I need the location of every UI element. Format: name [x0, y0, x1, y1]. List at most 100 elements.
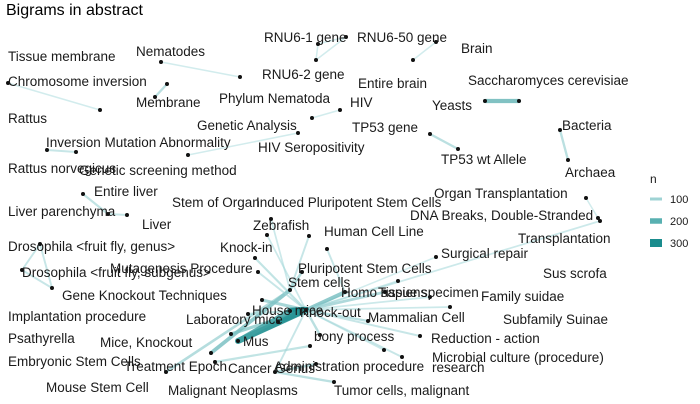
edge-32 [304, 290, 387, 312]
node-label-0: RNU6-1 gene [264, 30, 347, 45]
edge-25 [326, 248, 346, 293]
node-point-61 [164, 370, 168, 374]
node-point-48 [276, 320, 280, 324]
node-point-39 [256, 270, 260, 274]
node-point-14 [310, 116, 314, 120]
node-point-25 [125, 213, 129, 217]
node-label-28: DNA Breaks, Double-Stranded [410, 208, 593, 223]
node-label-24: Liver parenchyma [8, 204, 116, 219]
node-point-36 [20, 268, 24, 272]
node-point-49 [288, 309, 292, 313]
node-point-26 [584, 196, 588, 200]
node-point-18 [74, 150, 78, 154]
node-point-44 [396, 279, 400, 283]
node-point-53 [229, 332, 233, 336]
edge-10 [46, 149, 77, 153]
node-label-58: Administration procedure [274, 359, 424, 374]
node-point-20 [456, 147, 460, 151]
node-label-17: Rattus [8, 111, 47, 126]
edge-34 [305, 296, 431, 311]
node-point-64 [332, 380, 336, 384]
node-point-29 [434, 255, 438, 259]
node-label-43: Tissue specimen [378, 285, 479, 300]
edge-8 [311, 109, 341, 119]
node-label-56: Mus [243, 334, 269, 349]
node-point-52 [418, 334, 422, 338]
node-point-22 [566, 158, 570, 162]
node-label-33: Human Cell Line [324, 224, 424, 239]
node-point-34 [300, 270, 304, 274]
edge-3 [412, 41, 437, 61]
node-point-28 [598, 219, 602, 223]
node-point-63 [273, 370, 277, 374]
node-point-46 [448, 305, 452, 309]
edge-48 [273, 362, 318, 374]
node-label-15: Genetic Analysis [197, 118, 297, 133]
node-label-46: Subfamily Suinae [503, 312, 608, 327]
node-point-50 [304, 308, 308, 312]
node-label-44: Sus scrofa [543, 266, 607, 281]
node-label-41: Gene Knockout Techniques [62, 288, 227, 303]
node-label-63: Malignant Neoplasms [168, 383, 298, 398]
edge-6 [7, 82, 101, 111]
node-point-43 [383, 290, 387, 294]
node-point-38 [253, 256, 257, 260]
edge-9 [187, 132, 299, 156]
node-label-60: Microbial culture (procedure) [432, 350, 604, 365]
edge-31 [304, 290, 347, 312]
node-label-32: Zebrafish [253, 218, 309, 233]
node-label-27: Transplantation [518, 231, 611, 246]
edge-2 [315, 43, 319, 61]
edge-33 [305, 280, 399, 311]
node-label-29: Surgical repair [441, 246, 529, 261]
node-point-19 [428, 132, 432, 136]
node-label-34: Pluripotent Stem Cells [298, 261, 432, 276]
chart-title: Bigrams in abstract [6, 2, 143, 19]
node-point-15 [296, 131, 300, 135]
edge-20 [270, 218, 291, 291]
node-point-54 [318, 333, 322, 337]
node-label-42: Homo sapiens [341, 285, 428, 300]
node-label-36: Drosophila <fruit fly, subgenus> [22, 265, 211, 280]
node-label-48: Laboratory mice [186, 312, 283, 327]
node-point-45 [428, 295, 432, 299]
node-label-40: Stem cells [288, 275, 351, 290]
node-point-30 [269, 217, 273, 221]
node-point-27 [596, 216, 600, 220]
node-point-55 [209, 351, 213, 355]
node-label-10: Inversion Mutation Abnormality [46, 135, 231, 150]
edge-50 [274, 309, 307, 373]
node-point-51 [366, 319, 370, 323]
node-point-42 [343, 290, 347, 294]
node-label-47: Implantation procedure [8, 309, 146, 324]
node-label-16: Genetic screening method [79, 163, 237, 178]
edge-1 [315, 36, 347, 61]
node-label-31: Induced Pluripotent Stem Cells [256, 195, 442, 210]
node-point-41 [260, 298, 264, 302]
node-point-16 [186, 153, 190, 157]
edge-19 [289, 235, 310, 291]
node-point-40 [288, 288, 292, 292]
node-label-25: Liver [142, 217, 172, 232]
node-point-0 [316, 42, 320, 46]
node-label-12: Yeasts [432, 98, 472, 113]
node-label-13: HIV [350, 95, 373, 110]
edge-5 [153, 82, 169, 99]
node-label-37: Psathyrella [8, 331, 75, 346]
node-label-45: Family suidae [481, 289, 564, 304]
edge-42 [304, 308, 322, 337]
node-point-1 [344, 35, 348, 39]
node-label-23: Entire liver [94, 184, 158, 199]
node-label-39: Mutagenesis Procedure [110, 261, 253, 276]
node-point-4 [411, 58, 415, 62]
node-point-12 [483, 99, 487, 103]
node-point-31 [307, 234, 311, 238]
node-label-2: RNU6-2 gene [262, 67, 345, 82]
node-point-3 [434, 40, 438, 44]
node-point-11 [517, 99, 521, 103]
node-point-7 [165, 82, 169, 86]
edge-4 [160, 61, 241, 78]
node-point-24 [106, 212, 110, 216]
edge-44 [235, 308, 293, 344]
